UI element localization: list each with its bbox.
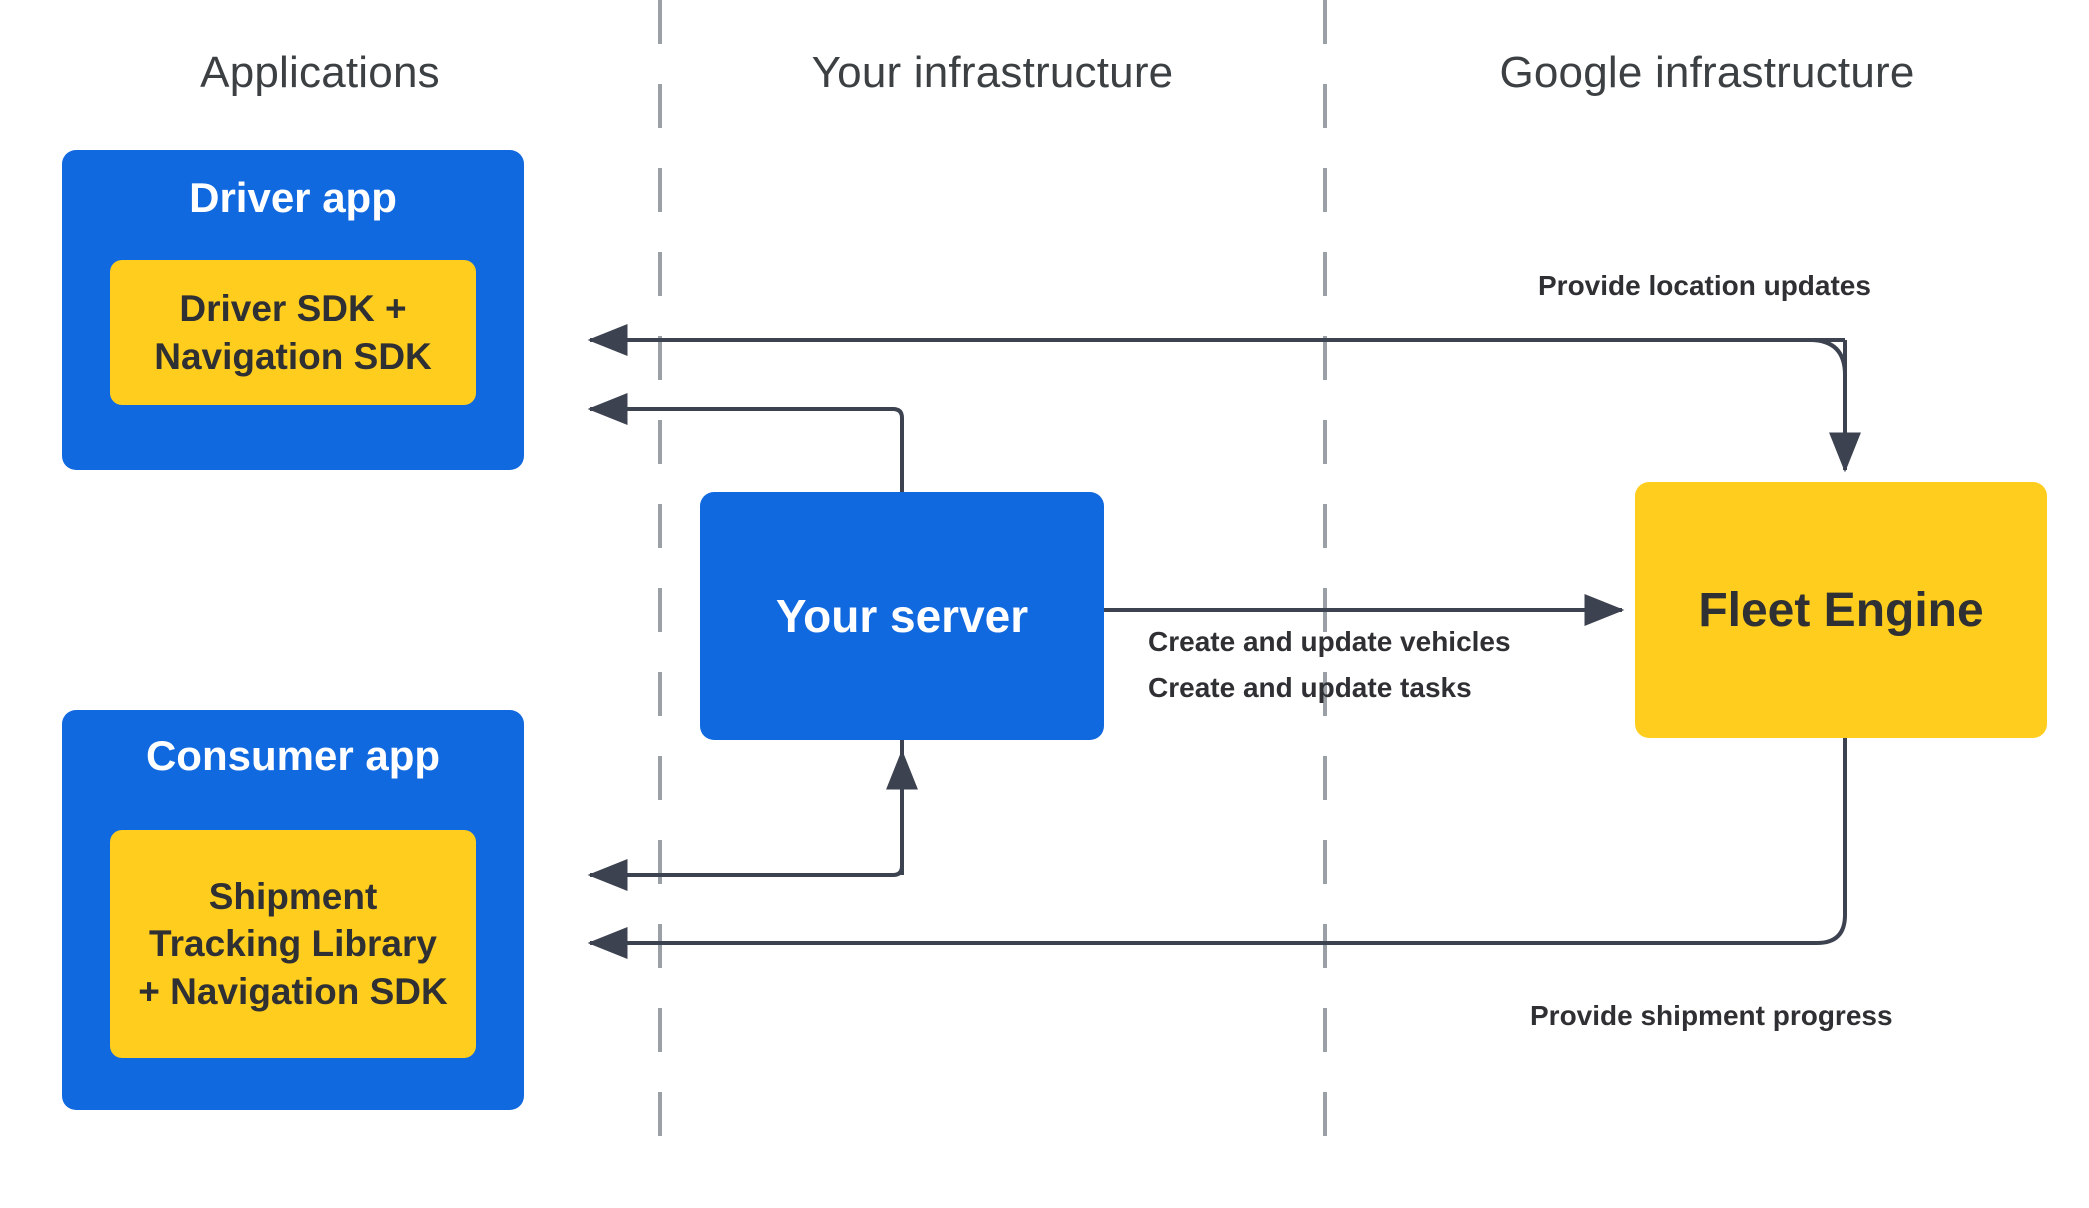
column-header-applications: Applications [200,48,440,97]
driver-sdk-label: Driver SDK + Navigation SDK [154,285,432,380]
consumer-sdk-line-1: Shipment [208,875,378,917]
fleet-engine-label: Fleet Engine [1698,583,1984,637]
edge-server-to-consumer-sdk [587,740,904,891]
node-driver-sdk[interactable]: Driver SDK + Navigation SDK [110,260,476,405]
edge-fleet-to-consumer-sdk [587,738,1847,959]
node-consumer-sdk[interactable]: Shipment Tracking Library + Navigation S… [110,830,476,1058]
consumer-sdk-line-3: + Navigation SDK [138,970,448,1012]
edge-server-to-driver-app [587,393,904,492]
edge-label-create-and-update-vehicles: Create and update vehicles [1148,626,1511,657]
consumer-app-title: Consumer app [145,732,441,779]
driver-sdk-line-2: Navigation SDK [154,335,432,377]
consumer-sdk-label: Shipment Tracking Library + Navigation S… [138,873,447,1015]
consumer-sdk-line-2: Tracking Library [149,923,437,965]
edge-label-provide-shipment-progress: Provide shipment progress [1530,1000,1893,1031]
column-header-your-infrastructure: Your infrastructure [811,48,1174,97]
node-your-server[interactable]: Your server [700,492,1104,740]
edge-label-create-and-update-tasks: Create and update tasks [1148,672,1472,703]
driver-app-title: Driver app [189,174,397,221]
column-header-google-infrastructure: Google infrastructure [1499,48,1915,97]
driver-sdk-line-1: Driver SDK + [179,288,407,330]
edge-driver-to-fleet-engine-corner [1809,338,1847,376]
edge-label-provide-location-updates: Provide location updates [1538,270,1871,301]
node-fleet-engine[interactable]: Fleet Engine [1635,482,2047,738]
your-server-label: Your server [775,590,1029,642]
